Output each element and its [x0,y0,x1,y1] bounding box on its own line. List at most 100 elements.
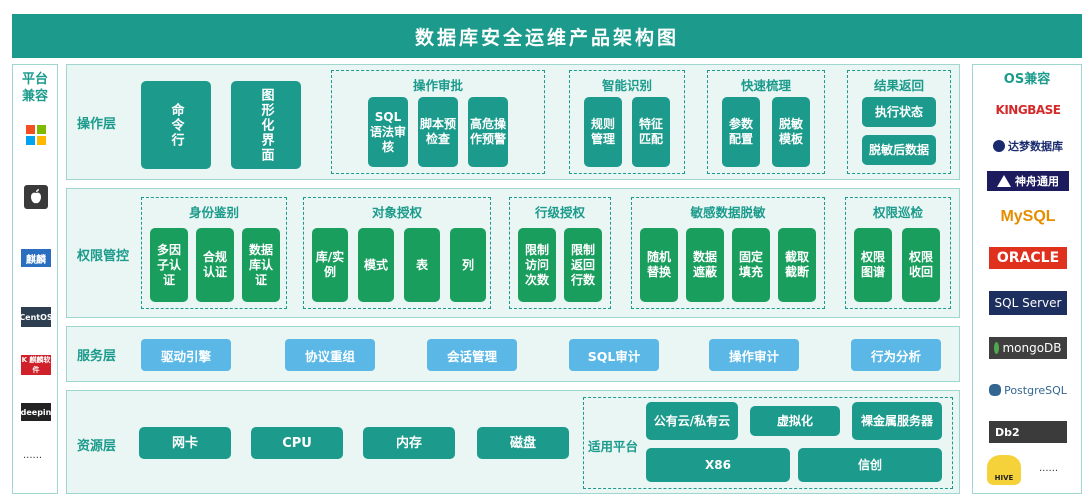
kingbase-logo: KINGBASE [995,103,1061,117]
postgresql-logo: PostgreSQL [989,379,1067,401]
apple-logo [24,185,48,209]
smart-recognition-group: 智能识别 规则管理 特征匹配 [569,70,685,174]
compliance-auth-box: 合规认证 [196,228,234,302]
hive-text: HIVE [994,474,1014,482]
postgresql-text: PostgreSQL [1004,383,1067,397]
perm-layer: 权限管控 身份鉴别 多因子认证 合规认证 数据库认证 对象授权 库/实例 模式 … [66,188,960,318]
driver-engine-box: 驱动引擎 [141,339,231,371]
cpu-box: CPU [251,427,343,459]
limit-access-count-box: 限制访问次数 [518,228,556,302]
windows-logo [26,125,46,145]
db-instance-box: 库/实例 [312,228,348,302]
memory-box: 内存 [363,427,455,459]
resource-layer: 资源层 网卡 CPU 内存 磁盘 适用平台 公有云/私有云 虚拟化 裸金属服务器… [66,390,960,494]
postgresql-elephant-icon [989,384,1002,396]
smart-recognition-title: 智能识别 [601,78,652,93]
result-return-title: 结果返回 [873,78,924,93]
row-grant-title: 行级授权 [534,205,585,220]
sqlserver-logo: SQL Server [989,291,1067,315]
db-auth-box: 数据库认证 [242,228,280,302]
op-approval-title: 操作审批 [412,78,463,93]
truncate-box: 截取截断 [778,228,816,302]
bare-metal-box: 裸金属服务器 [852,402,942,440]
sql-syntax-audit-box: SQL语法审核 [368,97,408,167]
xinchuang-box: 信创 [798,448,942,482]
platform-group: 适用平台 公有云/私有云 虚拟化 裸金属服务器 X86 信创 [583,397,953,489]
shenzhou-text: 神舟通用 [1015,175,1059,188]
nic-box: 网卡 [139,427,231,459]
page-title: 数据库安全运维产品架构图 [12,14,1082,58]
mongodb-leaf-icon [994,342,1000,354]
dameng-logo: 达梦数据库 [987,137,1069,155]
script-precheck-box: 脚本预检查 [418,97,458,167]
oracle-logo: ORACLE [989,247,1067,269]
object-grant-title: 对象授权 [371,205,422,220]
virtualization-box: 虚拟化 [750,406,840,436]
op-audit-box: 操作审计 [709,339,799,371]
masked-data-box: 脱敏后数据 [862,135,936,165]
data-mask-box: 数据遮蔽 [686,228,724,302]
ops-layer: 操作层 命令行 图形化界面 操作审批 SQL语法审核 脚本预检查 高危操作预警 … [66,64,960,180]
quick-sort-group: 快速梳理 参数配置 脱敏模板 [707,70,825,174]
object-grant-group: 对象授权 库/实例 模式 表 列 [303,197,491,309]
os-compat-panel: OS兼容 KINGBASE 达梦数据库 神舟通用 MySQL ORACLE SQ… [972,64,1082,494]
centos-logo: CentOS [19,307,53,327]
mfa-box: 多因子认证 [150,228,188,302]
sensitive-masking-title: 敏感数据脱敏 [690,205,766,220]
param-config-box: 参数配置 [722,97,760,167]
dameng-text: 达梦数据库 [1008,140,1063,153]
random-replace-box: 随机替换 [640,228,678,302]
rule-management-box: 规则管理 [584,97,622,167]
fixed-fill-box: 固定填充 [732,228,770,302]
column-box: 列 [450,228,486,302]
perm-revoke-box: 权限收回 [902,228,940,302]
protocol-reassembly-box: 协议重组 [285,339,375,371]
kylin-logo: 麒麟 [21,249,51,267]
more-platforms-text: ...... [23,450,43,461]
db2-logo: Db2 [989,421,1067,443]
perm-graph-box: 权限图谱 [854,228,892,302]
mongodb-text: mongoDB [1002,341,1062,355]
identity-auth-group: 身份鉴别 多因子认证 合规认证 数据库认证 [141,197,287,309]
platform-title: 适用平台 [588,439,639,454]
hive-logo: HIVE [987,455,1021,485]
more-os-text: ...... [1039,463,1059,474]
deepin-logo: deepin [21,403,51,421]
mysql-logo: MySQL [1000,208,1056,225]
gui-box: 图形化界面 [231,81,301,169]
behavior-analysis-box: 行为分析 [851,339,941,371]
feature-match-box: 特征匹配 [632,97,670,167]
service-layer-label: 服务层 [77,349,117,364]
shenzhou-logo: 神舟通用 [987,171,1069,191]
table-box: 表 [404,228,440,302]
exec-status-box: 执行状态 [862,97,936,127]
disk-box: 磁盘 [477,427,569,459]
x86-box: X86 [646,448,790,482]
row-grant-group: 行级授权 限制访问次数 限制返回行数 [509,197,611,309]
mongodb-logo: mongoDB [989,337,1067,359]
os-compat-title: OS兼容 [1003,72,1051,87]
service-layer: 服务层 驱动引擎 协议重组 会话管理 SQL审计 操作审计 行为分析 [66,326,960,382]
cloud-box: 公有云/私有云 [646,402,738,440]
dameng-icon [993,140,1005,152]
platform-compat-title: 平台 兼容 [21,72,48,104]
op-approval-group: 操作审批 SQL语法审核 脚本预检查 高危操作预警 [331,70,545,174]
quick-sort-title: 快速梳理 [740,78,791,93]
shenzhou-icon [997,175,1011,187]
sensitive-masking-group: 敏感数据脱敏 随机替换 数据遮蔽 固定填充 截取截断 [631,197,825,309]
ops-layer-label: 操作层 [77,117,117,132]
session-mgmt-box: 会话管理 [427,339,517,371]
perm-inspection-title: 权限巡检 [872,205,923,220]
perm-inspection-group: 权限巡检 权限图谱 权限收回 [845,197,951,309]
limit-return-rows-box: 限制返回行数 [564,228,602,302]
sql-audit-box: SQL审计 [569,339,659,371]
masking-template-box: 脱敏模板 [772,97,810,167]
result-return-group: 结果返回 执行状态 脱敏后数据 [847,70,951,174]
high-risk-warning-box: 高危操作预警 [468,97,508,167]
schema-box: 模式 [358,228,394,302]
kylin-os-logo: K 麒麟软件 [21,355,51,375]
platform-compat-panel: 平台 兼容 麒麟 CentOS K 麒麟软件 deepin ...... [12,64,58,494]
identity-auth-title: 身份鉴别 [188,205,239,220]
resource-layer-label: 资源层 [77,439,117,454]
cli-box: 命令行 [141,81,211,169]
